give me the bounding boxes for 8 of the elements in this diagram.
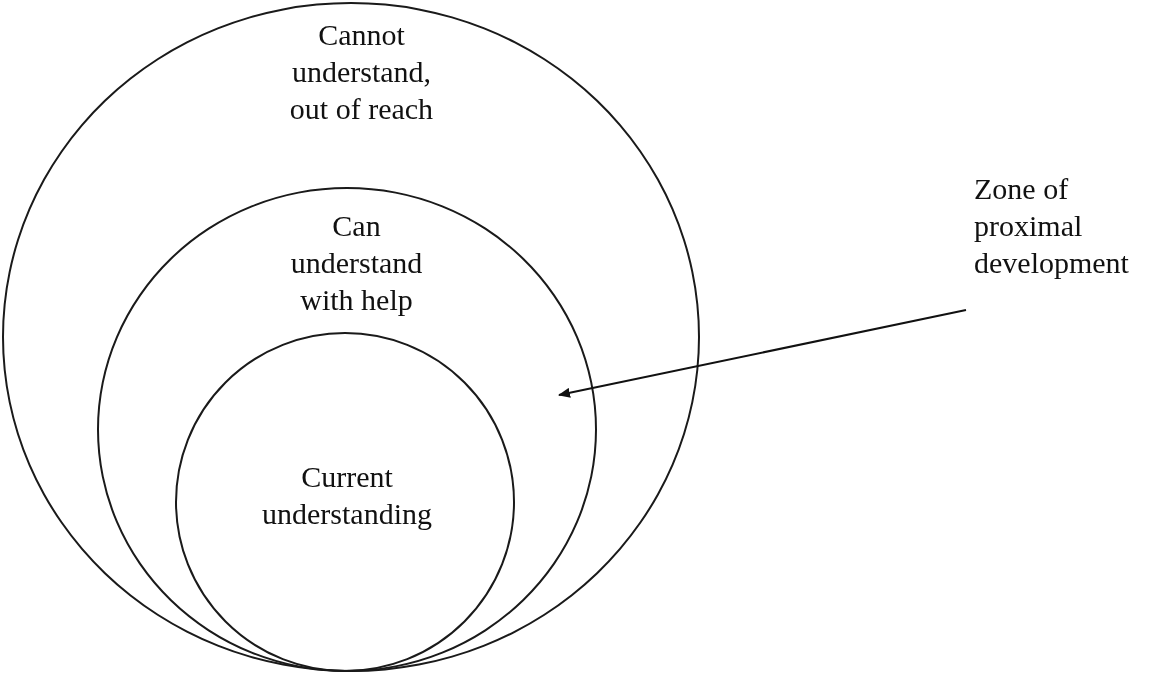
arrow — [558, 309, 967, 398]
middle-circle — [97, 187, 597, 672]
circle-label: Current understanding — [261, 459, 433, 532]
inner-circle — [175, 332, 515, 672]
circle-label: Cannot understand, out of reach — [288, 17, 435, 127]
zone-label: Zone of proximal development — [974, 171, 1130, 281]
circle-label: Can understand with help — [289, 208, 424, 318]
outer-circle — [2, 2, 700, 672]
